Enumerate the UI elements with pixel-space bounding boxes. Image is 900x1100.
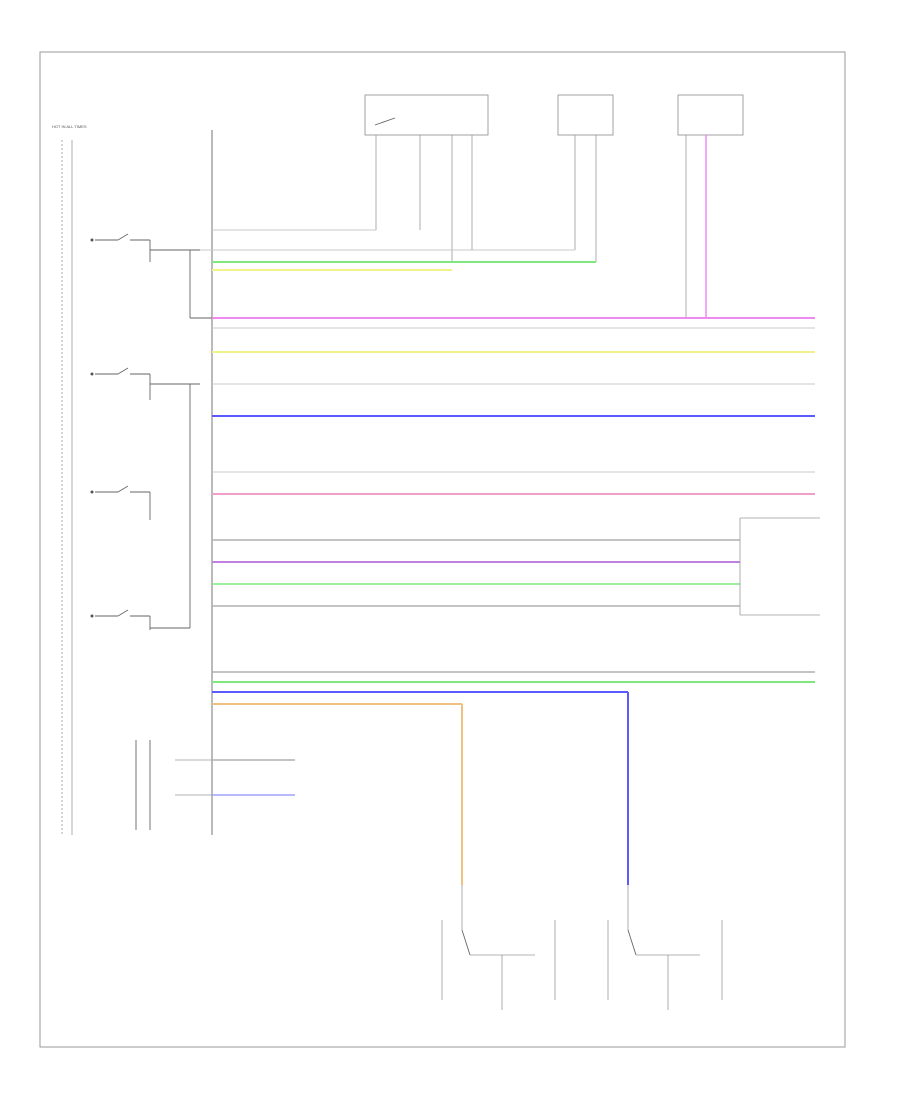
right-switch [441,885,556,1010]
left-switch [607,885,723,1010]
sensor-box [739,517,820,616]
component-top-right [677,94,744,318]
switch-1 [90,233,200,262]
power-source-label: HOT IN ALL TIMES [52,124,87,129]
component-top-mid [557,94,614,262]
switch-4 [90,384,191,630]
connector-block [135,740,295,830]
switch-3 [90,485,151,520]
switch-2 [90,367,200,400]
wire-bundle [200,135,815,885]
component-top-left [364,94,489,262]
diagram-frame [39,51,846,1048]
